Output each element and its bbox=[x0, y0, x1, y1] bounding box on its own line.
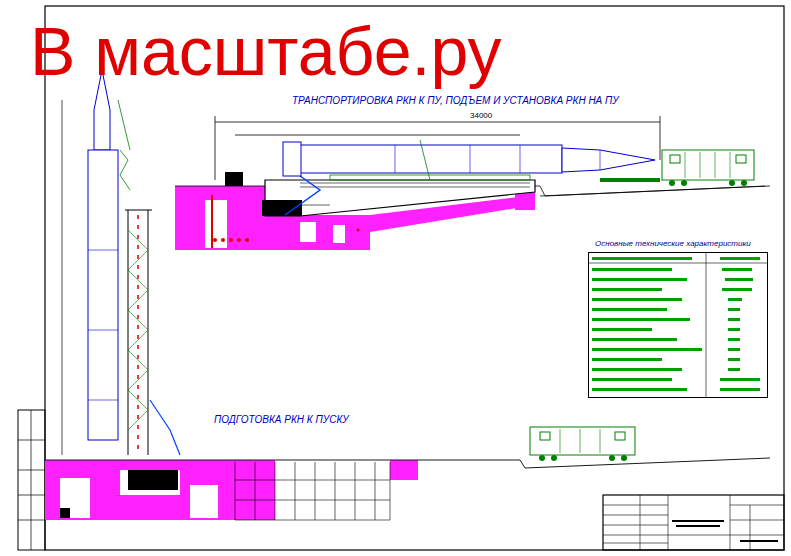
spec-table: Основные технические характеристики bbox=[588, 252, 768, 398]
watermark: В масштабе.ру bbox=[30, 14, 502, 89]
table-heading: Основные технические характеристики bbox=[595, 240, 751, 249]
section-heading: ПОДГОТОВКА РКН К ПУСКУ bbox=[212, 414, 351, 425]
dimension-label: 34000 bbox=[468, 112, 494, 121]
section-heading: ТРАНСПОРТИРОВКА РКН К ПУ, ПОДЪЕМ И УСТАН… bbox=[290, 95, 621, 106]
